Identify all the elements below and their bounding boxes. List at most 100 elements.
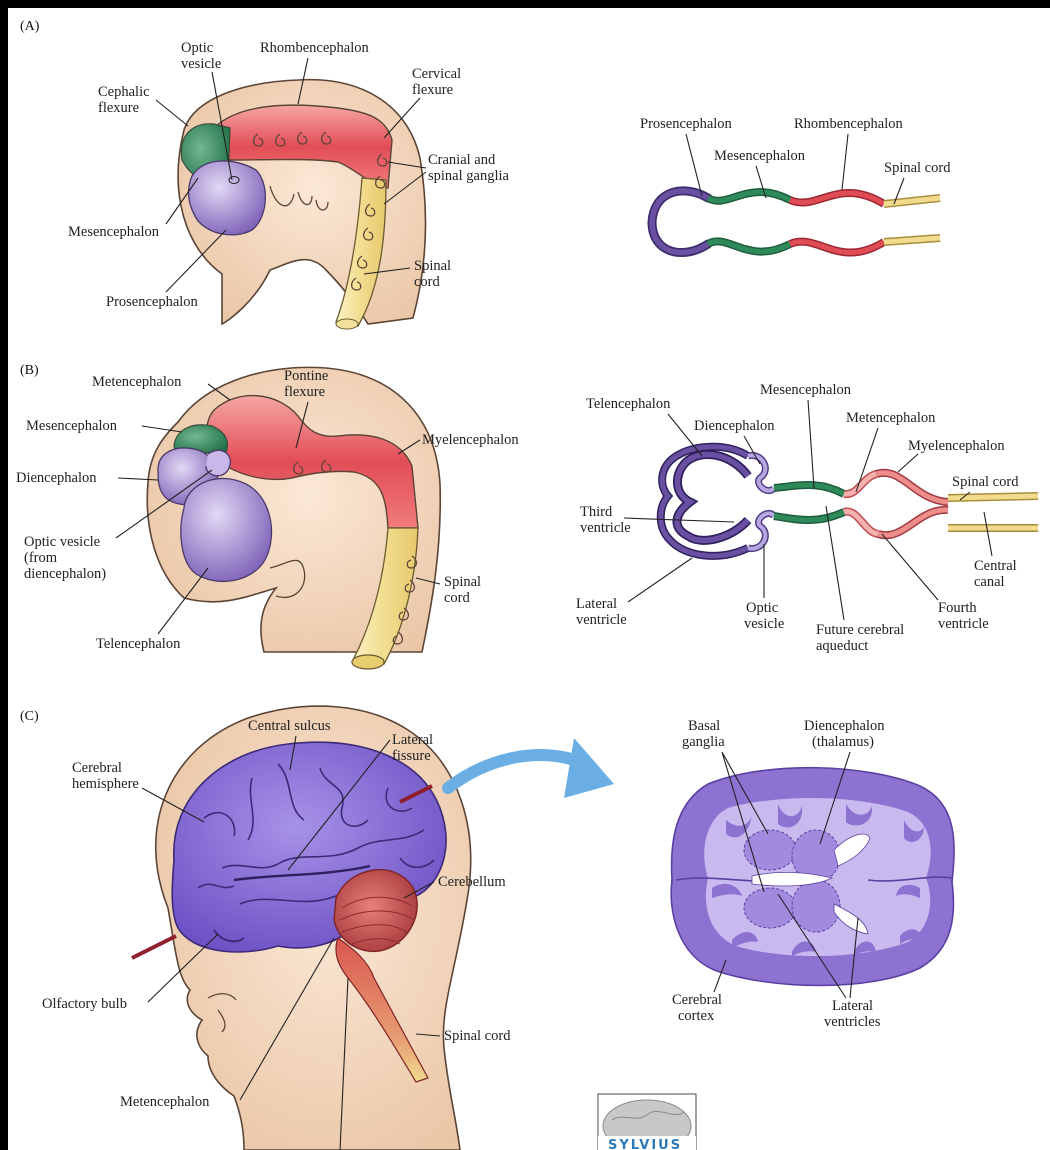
label-optic-vesicle-a: Optic <box>181 40 213 56</box>
tube-a-rhombencephalon <box>790 193 884 252</box>
label-cerebral-cortex-2: cortex <box>678 1008 715 1024</box>
label-pontine-flexure-2: flexure <box>284 384 325 400</box>
label-spinal-cord-c: Spinal cord <box>444 1028 511 1044</box>
label-basal-ganglia: Basal <box>688 718 720 734</box>
label-diencephalon-b: Diencephalon <box>16 470 97 486</box>
label-fourth-ventricle-2: ventricle <box>938 616 989 632</box>
tube-a-mesencephalon <box>708 192 790 252</box>
leader-cephalic <box>156 100 188 126</box>
label-myelencephalon-b: Myelencephalon <box>422 432 519 448</box>
label-mesencephalon-a: Mesencephalon <box>68 224 160 240</box>
label-cerebral-hemisphere: Cerebral <box>72 760 122 776</box>
label-mesencephalon-a2: Mesencephalon <box>714 148 806 164</box>
embryo-b-telencephalon <box>181 478 272 581</box>
arrow-head <box>564 738 614 798</box>
cut-plane-left <box>132 936 176 958</box>
embryo-a-cord-end <box>336 319 358 329</box>
label-cerebellum: Cerebellum <box>438 874 506 890</box>
label-central-sulcus: Central sulcus <box>248 718 331 734</box>
label-prosencephalon-a: Prosencephalon <box>106 294 199 310</box>
brain-development-diagram: (A) Optic vesicle <box>8 8 1050 1150</box>
label-third-ventricle-2: ventricle <box>580 520 631 536</box>
embryo-a-prosencephalon <box>189 161 266 235</box>
label-telencephalon-b2: Telencephalon <box>586 396 671 412</box>
label-prosencephalon-a2: Prosencephalon <box>640 116 733 132</box>
tube-b-spinal-hidden <box>948 502 1038 510</box>
label-cranial-spinal-ganglia-2: spinal ganglia <box>428 168 510 184</box>
label-metencephalon-c: Metencephalon <box>120 1094 210 1110</box>
label-central-canal: Central <box>974 558 1017 574</box>
label-lateral-ventricles: Lateral <box>832 998 873 1014</box>
label-rhombencephalon-a: Rhombencephalon <box>260 40 369 56</box>
label-spinal-cord-a-2: cord <box>414 274 441 290</box>
label-lateral-ventricles-2: ventricles <box>824 1014 881 1030</box>
leader-central <box>984 512 992 556</box>
label-myelencephalon-b2: Myelencephalon <box>908 438 1005 454</box>
label-third-ventricle: Third <box>580 504 613 520</box>
logo-text: SYLVIUS <box>608 1138 682 1150</box>
label-optic-vesicle-b2: Optic <box>746 600 778 616</box>
label-cephalic-flexure-2: flexure <box>98 100 139 116</box>
label-fourth-ventricle: Fourth <box>938 600 977 616</box>
embryo-a <box>178 80 425 329</box>
label-optic-vesicle-b-3: diencephalon) <box>24 566 106 582</box>
embryo-b-cord-end <box>352 655 384 669</box>
label-spinal-cord-b2: Spinal cord <box>952 474 1019 490</box>
label-cervical-flexure: Cervical <box>412 66 461 82</box>
tube-b-diencephalon-outer <box>748 455 774 548</box>
neural-tube-b <box>661 447 1038 556</box>
section-arrow <box>448 738 614 798</box>
leader-myel-b2 <box>898 454 918 472</box>
label-telencephalon-b: Telencephalon <box>96 636 181 652</box>
label-olfactory-bulb: Olfactory bulb <box>42 996 127 1012</box>
label-cranial-spinal-ganglia: Cranial and <box>428 152 496 168</box>
label-spinal-cord-a2: Spinal cord <box>884 160 951 176</box>
panel-label-b: (B) <box>20 363 39 378</box>
label-lateral-fissure: Lateral <box>392 732 433 748</box>
label-diencephalon-c: Diencephalon <box>804 718 885 734</box>
tube-b-telencephalon-inner <box>677 454 748 540</box>
basal-ganglia-lower <box>744 888 796 928</box>
leader-future <box>826 506 844 620</box>
arrow-shaft <box>448 755 586 788</box>
adult-head <box>132 706 471 1150</box>
label-metencephalon-b: Metencephalon <box>92 374 182 390</box>
leader-rhomb-a2 <box>842 134 848 190</box>
label-future-aqueduct: Future cerebral <box>816 622 904 638</box>
label-spinal-cord-b-2: cord <box>444 590 471 606</box>
label-optic-vesicle-b-2: (from <box>24 550 58 566</box>
label-optic-vesicle-b2-2: vesicle <box>744 616 784 632</box>
label-optic-vesicle-b: Optic vesicle <box>24 534 100 550</box>
label-cephalic-flexure: Cephalic <box>98 84 150 100</box>
panel-label-c: (C) <box>20 709 39 724</box>
sylvius-logo: SYLVIUS <box>598 1094 696 1150</box>
label-pontine-flexure: Pontine <box>284 368 328 384</box>
label-diencephalon-b2: Diencephalon <box>694 418 775 434</box>
label-basal-ganglia-2: ganglia <box>682 734 725 750</box>
label-mesencephalon-b: Mesencephalon <box>26 418 118 434</box>
tube-b-diencephalon <box>748 455 774 548</box>
label-cerebral-cortex: Cerebral <box>672 992 722 1008</box>
label-lateral-fissure-2: fissure <box>392 748 431 764</box>
label-central-canal-2: canal <box>974 574 1005 590</box>
label-diencephalon-c-2: (thalamus) <box>812 734 874 750</box>
neural-tube-a <box>652 191 940 253</box>
label-mesencephalon-b2: Mesencephalon <box>760 382 852 398</box>
label-lateral-ventricle: Lateral <box>576 596 617 612</box>
figure-panel: (A) Optic vesicle <box>8 8 1050 1150</box>
label-future-aqueduct-2: aqueduct <box>816 638 868 654</box>
label-spinal-cord-b: Spinal <box>444 574 481 590</box>
label-rhombencephalon-a2: Rhombencephalon <box>794 116 903 132</box>
embryo-b <box>147 367 440 669</box>
leader-fourth <box>882 534 938 600</box>
brain-section <box>671 768 954 986</box>
leader-lateral <box>628 558 692 602</box>
label-optic-vesicle-a-2: vesicle <box>181 56 221 72</box>
label-lateral-ventricle-2: ventricle <box>576 612 627 628</box>
thalamus-lower <box>792 880 840 932</box>
label-spinal-cord-a: Spinal <box>414 258 451 274</box>
tube-b-spinal-outer <box>948 496 1038 528</box>
tube-a-prosencephalon <box>652 191 708 253</box>
leader-mes-b2 <box>808 400 814 488</box>
